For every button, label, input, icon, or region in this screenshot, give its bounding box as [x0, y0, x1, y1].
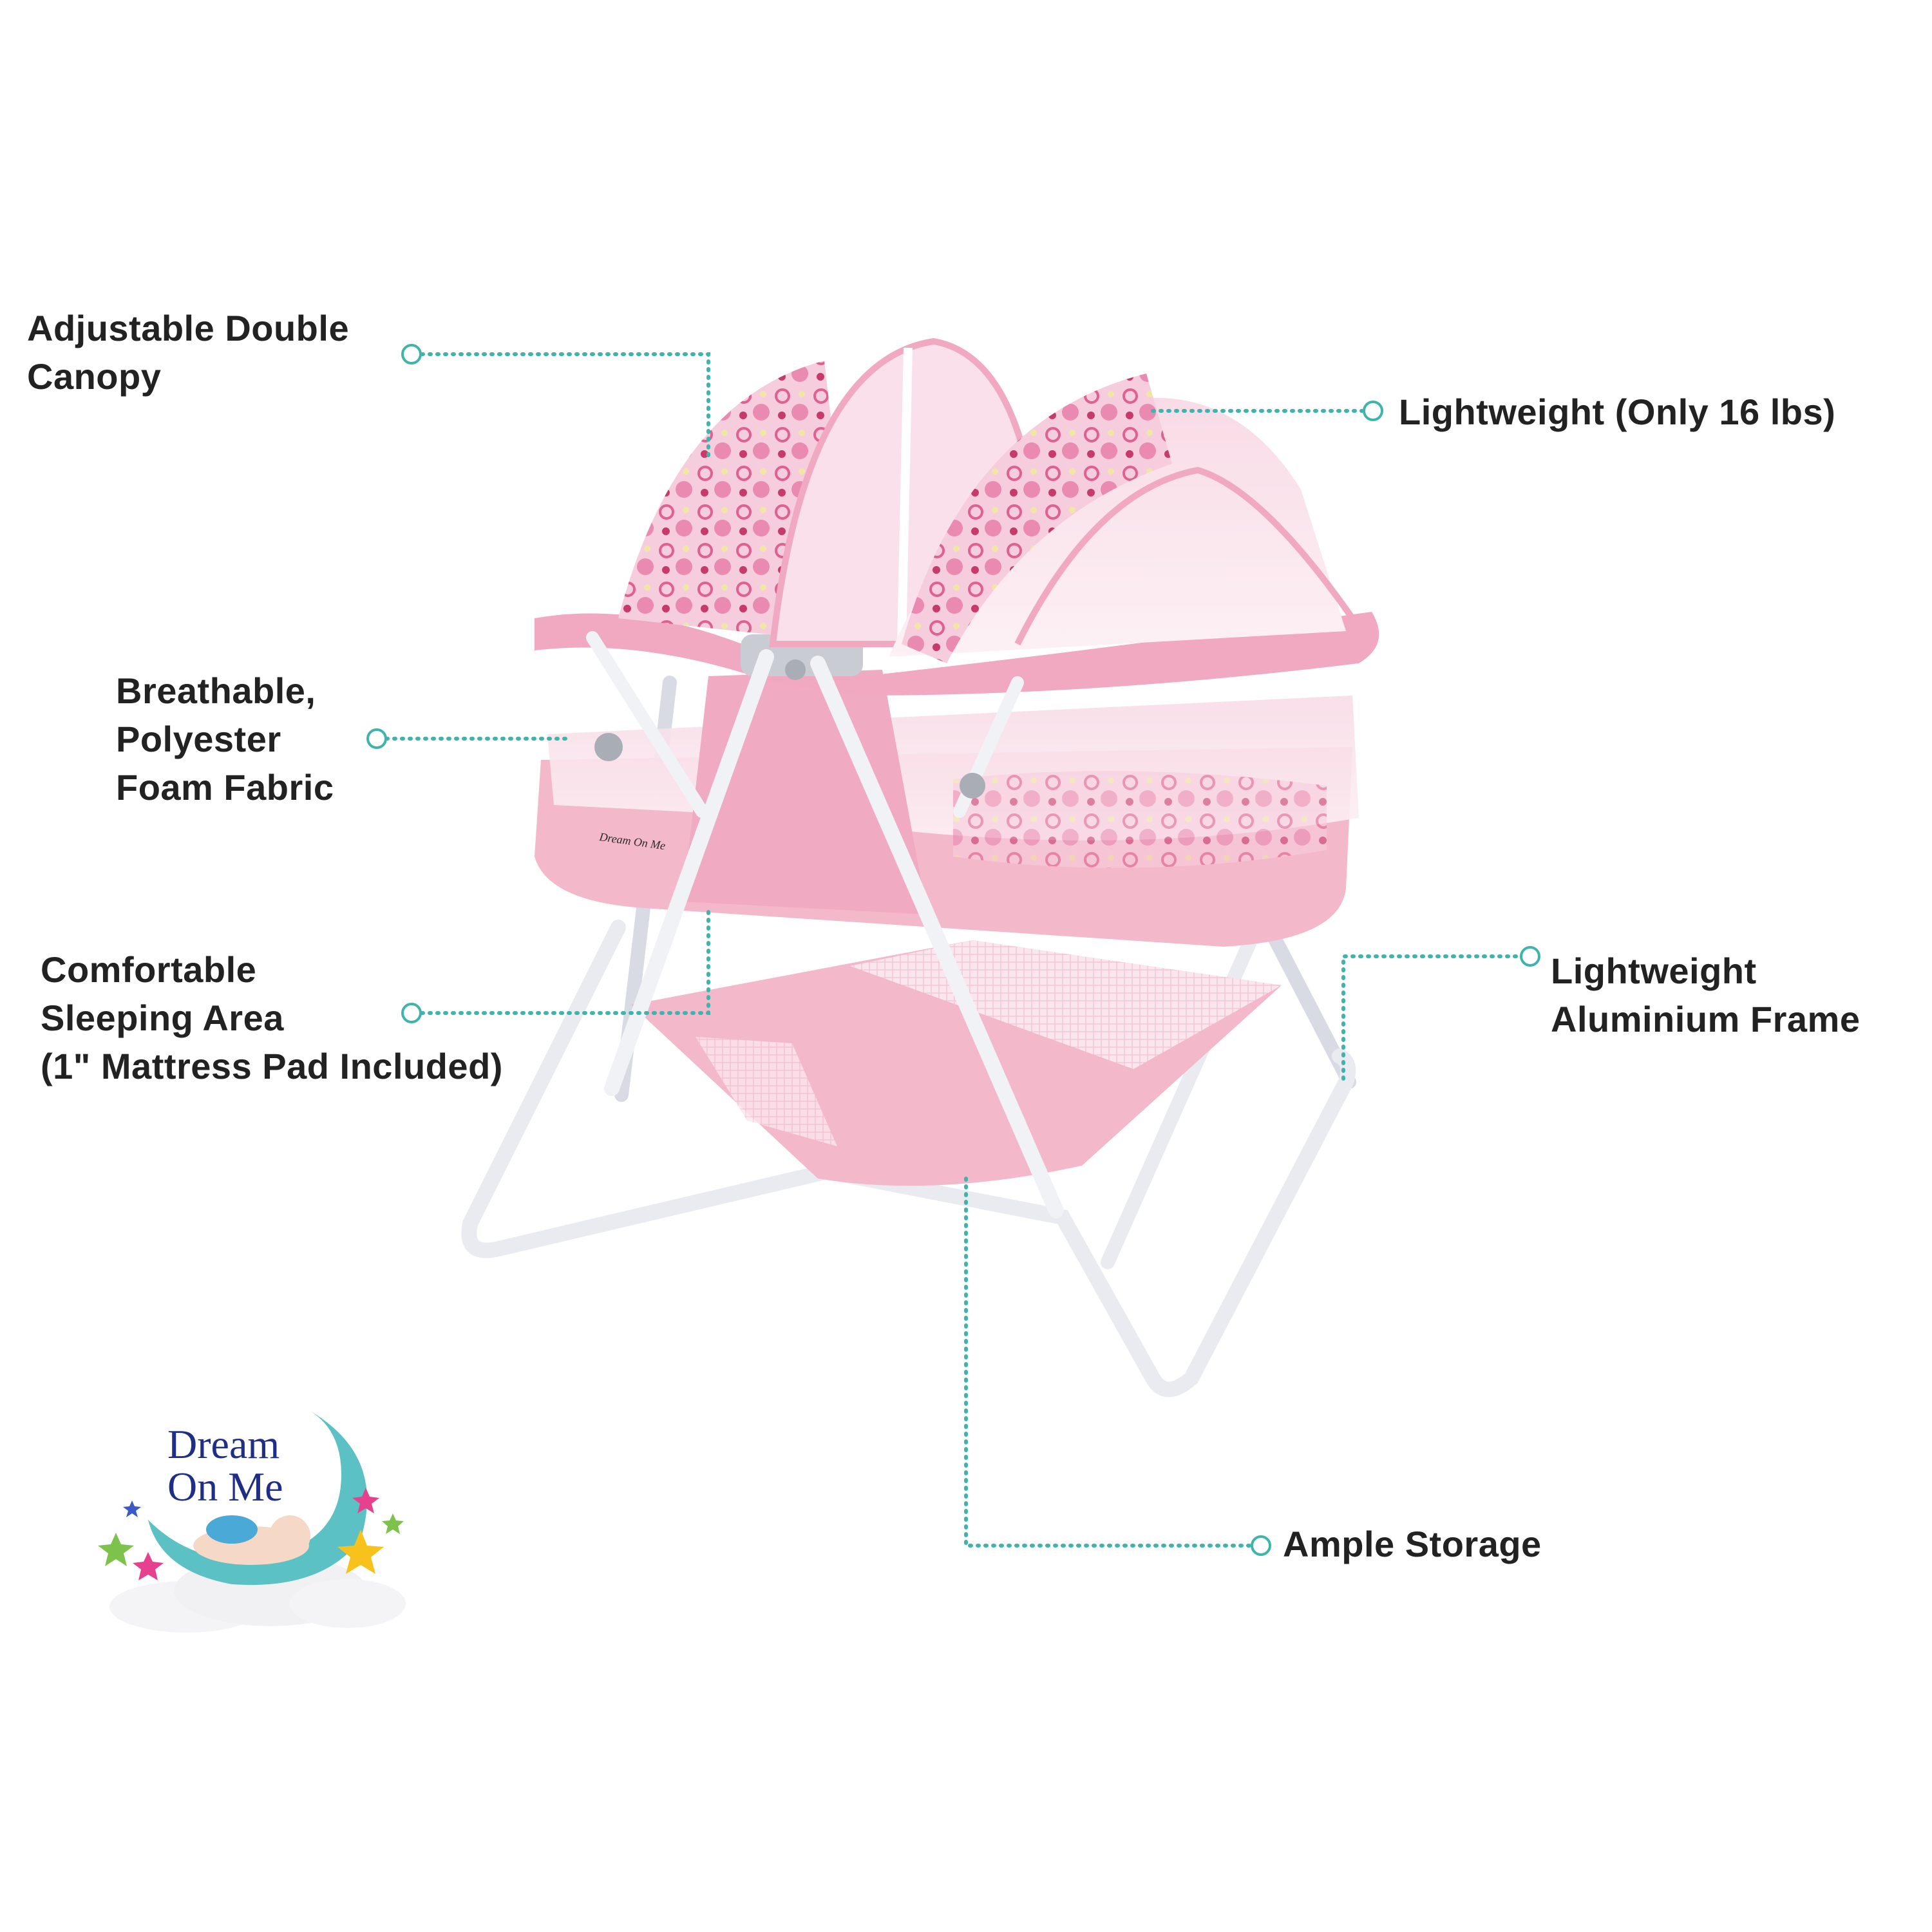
callout-fabric-line3: Foam Fabric [116, 767, 334, 808]
star-icon [133, 1552, 164, 1580]
bassinet-illustration: Dream On Me [461, 337, 1379, 1397]
callout-canopy-line2: Canopy [27, 356, 162, 397]
marker-weight [1363, 401, 1383, 421]
marker-canopy [401, 344, 422, 365]
callout-fabric: Breathable, Polyester Foam Fabric [116, 667, 334, 811]
front-leg-a [604, 649, 774, 1096]
star-icon [123, 1501, 141, 1517]
logo-line2: On Me [167, 1464, 283, 1510]
base-frame-right [823, 1048, 1356, 1397]
callout-leaders [384, 352, 1522, 1548]
callout-fabric-line2: Polyester [116, 719, 281, 759]
callout-storage-line1: Ample Storage [1283, 1524, 1542, 1564]
marker-sleeping [401, 1003, 422, 1023]
marker-storage [1251, 1535, 1271, 1556]
canopy-right [889, 397, 1346, 657]
front-leg-c [586, 631, 708, 818]
marker-frame [1520, 946, 1540, 967]
bassinet-rim [535, 612, 1379, 696]
callout-sleeping-line3: (1" Mattress Pad Included) [41, 1046, 503, 1086]
leader-sleeping [420, 906, 710, 1015]
callout-sleeping-line1: Comfortable [41, 949, 257, 990]
callout-canopy: Adjustable Double Canopy [27, 304, 349, 401]
callout-sleeping-line2: Sleeping Area [41, 998, 284, 1038]
star-icon [382, 1513, 404, 1534]
leader-canopy [420, 352, 710, 459]
moon-icon [148, 1410, 367, 1586]
callout-markers [366, 344, 1540, 1556]
marker-fabric [366, 728, 387, 749]
star-icon [337, 1530, 384, 1574]
logo-line1: Dream [167, 1421, 280, 1467]
callout-weight: Lightweight (Only 16 lbs) [1399, 388, 1835, 436]
callout-fabric-line1: Breathable, [116, 670, 316, 711]
moon-sleeping-baby-logo [98, 1410, 406, 1633]
star-icon [352, 1488, 379, 1513]
callout-frame: Lightweight Aluminium Frame [1551, 947, 1860, 1043]
callout-frame-line2: Aluminium Frame [1551, 999, 1861, 1039]
callout-sleeping: Comfortable Sleeping Area (1" Mattress P… [41, 945, 503, 1090]
callout-frame-line1: Lightweight [1551, 951, 1757, 991]
star-icon [98, 1533, 134, 1566]
callout-canopy-line1: Adjustable Double [27, 308, 350, 348]
front-leg-b [810, 656, 1064, 1218]
dream-on-me-logo: Dream On Me [167, 1423, 283, 1508]
leader-storage [964, 1177, 1251, 1548]
callout-storage: Ample Storage [1283, 1520, 1542, 1568]
base-frame-left [461, 920, 832, 1258]
leader-frame [1341, 954, 1522, 1081]
callout-weight-line1: Lightweight (Only 16 lbs) [1399, 392, 1836, 432]
